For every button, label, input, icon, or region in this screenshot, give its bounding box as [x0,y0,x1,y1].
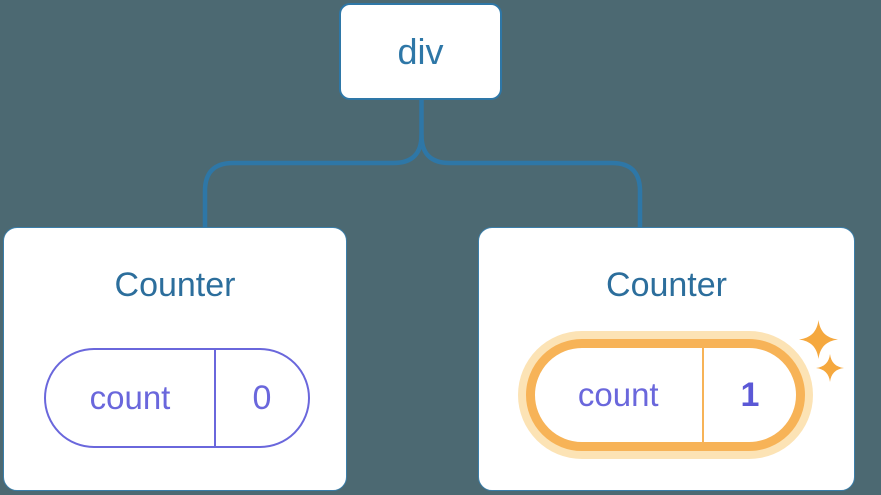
state-value: 1 [740,375,760,414]
counter-node-left: Counter count 0 [3,227,347,491]
sparkle-icon [799,320,838,359]
connector-right-branch [419,134,643,227]
component-title: Counter [606,266,727,304]
state-label: count [577,376,659,413]
node-div-label: div [397,30,444,72]
state-pill-highlighted: count 1 [526,339,805,451]
state-label: count [89,379,171,416]
sparkle-icon [816,354,844,382]
counter-node-right: Counter count 1 [478,227,855,491]
node-div: div [339,3,502,100]
state-value: 0 [252,378,272,417]
pill-divider [214,350,216,446]
connector-left-branch [202,100,424,227]
component-title: Counter [114,266,236,304]
state-pill: count 0 [44,348,310,448]
pill-divider [701,348,704,442]
